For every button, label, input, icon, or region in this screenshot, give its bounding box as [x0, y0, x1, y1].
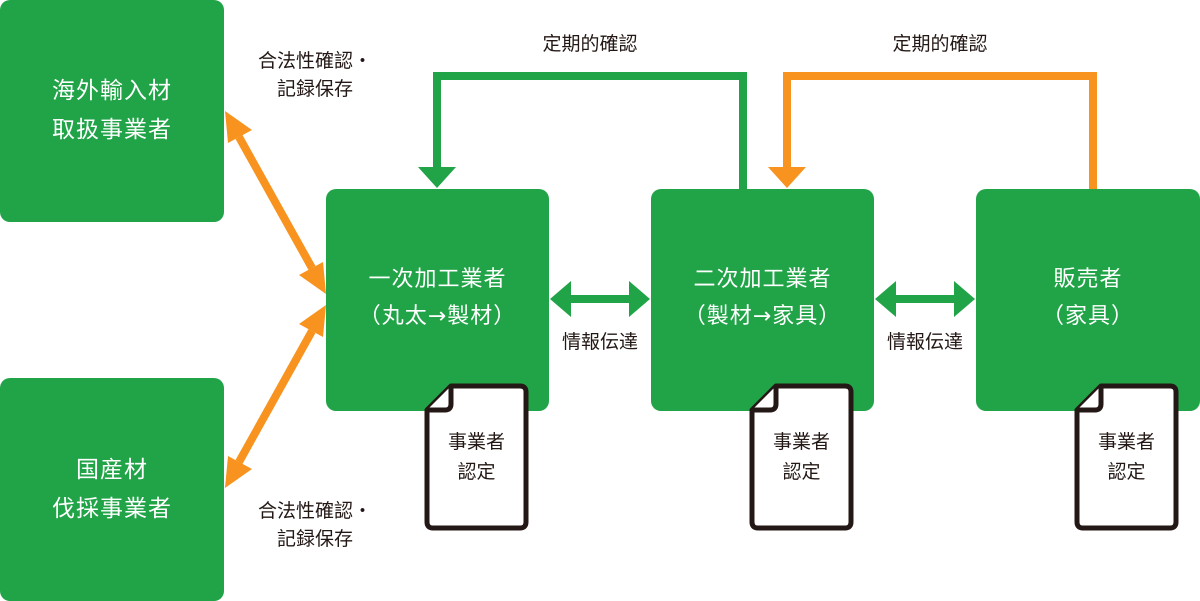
- node-domestic-logger: 国産材 伐採事業者: [0, 378, 224, 601]
- node-label: 一次加工業者: [368, 267, 507, 292]
- node-label: 取扱事業者: [52, 117, 172, 143]
- node-label: 伐採事業者: [52, 495, 172, 522]
- edge-label-info-transfer: 情報伝達: [886, 331, 963, 353]
- document-label: 認定: [782, 461, 821, 483]
- document-icon: [424, 383, 529, 531]
- arrow-secondary-retailer: [875, 281, 975, 317]
- arrow-primary-secondary: [550, 281, 650, 317]
- node-sublabel: （製材→家具）: [683, 304, 842, 329]
- edge-label-line: 記録保存: [276, 78, 353, 100]
- node-label: 二次加工業者: [693, 267, 832, 292]
- document-label: 事業者: [1097, 431, 1155, 453]
- loop-arrow-green: [418, 72, 747, 189]
- edge-label-periodic-check: 定期的確認: [542, 33, 638, 55]
- node-label: 国産材: [76, 456, 148, 483]
- node-label: 海外輸入材: [52, 78, 172, 104]
- loop-arrow-orange: [768, 72, 1097, 189]
- node-primary-processor: 一次加工業者 （丸太→製材）: [326, 189, 549, 411]
- document-label: 認定: [457, 461, 496, 483]
- node-sublabel: （家具）: [1041, 304, 1134, 329]
- edge-label-legality-check: 合法性確認・ 記録保存: [240, 47, 390, 103]
- document-label: 事業者: [447, 431, 505, 453]
- arrow-domestic-primary: [225, 305, 326, 488]
- edge-label-line: 合法性確認・: [257, 500, 372, 522]
- arrow-import-primary: [225, 111, 326, 294]
- certification-document-icon: 事業者 認定: [423, 382, 530, 532]
- document-icon: [1074, 383, 1179, 531]
- document-icon: [749, 383, 854, 531]
- node-secondary-processor: 二次加工業者 （製材→家具）: [651, 189, 874, 411]
- edge-label-periodic-check: 定期的確認: [892, 33, 988, 55]
- edge-label-line: 記録保存: [276, 528, 353, 550]
- certification-document-icon: 事業者 認定: [748, 382, 855, 532]
- edge-label-line: 合法性確認・: [257, 50, 372, 72]
- document-label: 認定: [1107, 461, 1146, 483]
- document-label: 事業者: [772, 431, 830, 453]
- certification-document-icon: 事業者 認定: [1073, 382, 1180, 532]
- node-import-handler: 海外輸入材 取扱事業者: [0, 0, 224, 222]
- edge-label-legality-check: 合法性確認・ 記録保存: [240, 497, 390, 553]
- node-sublabel: （丸太→製材）: [358, 304, 517, 329]
- edge-label-info-transfer: 情報伝達: [561, 331, 638, 353]
- node-retailer: 販売者 （家具）: [976, 189, 1200, 411]
- node-label: 販売者: [1053, 267, 1123, 292]
